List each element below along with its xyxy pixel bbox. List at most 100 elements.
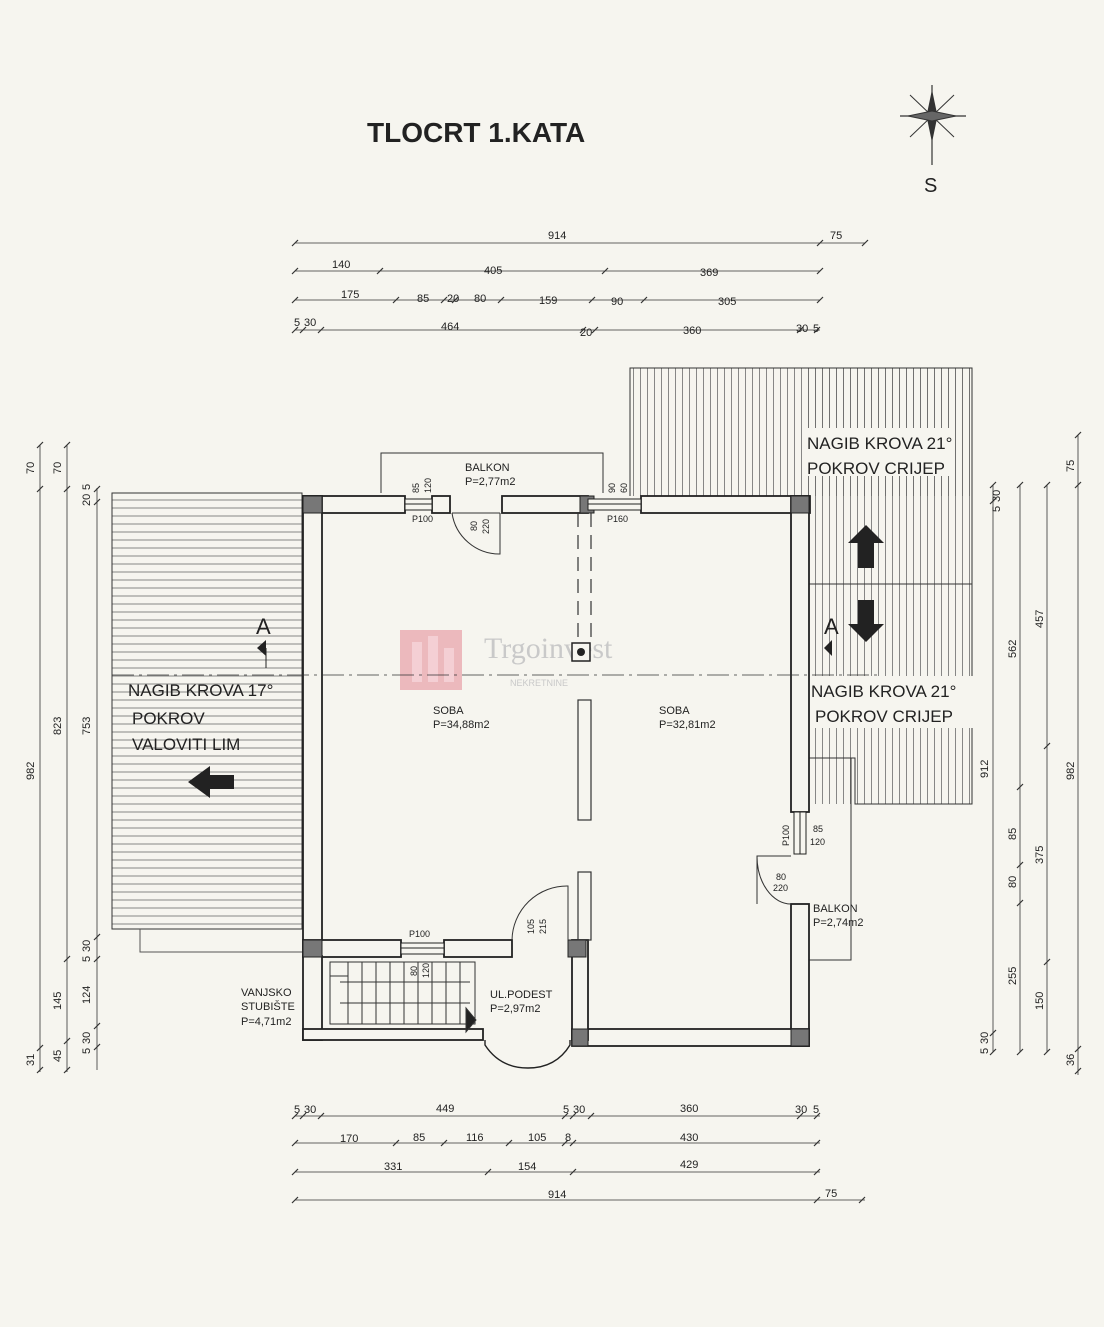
dim-bot-105: 105 xyxy=(528,1132,546,1144)
dim-bot-5a: 5 xyxy=(294,1104,300,1116)
door-top-h: 220 xyxy=(481,519,491,534)
balcony-top-area: P=2,77m2 xyxy=(465,476,515,488)
win-right-label: P100 xyxy=(781,825,791,846)
dimensions-right xyxy=(989,431,1082,1075)
roof-left-line1: NAGIB KROVA 17° xyxy=(128,681,273,700)
compass-icon xyxy=(900,85,966,165)
dim-right-457: 457 xyxy=(1034,610,1046,628)
dim-top-369: 369 xyxy=(700,267,718,279)
dim-bot-170: 170 xyxy=(340,1133,358,1145)
roof-left-line2: POKROV xyxy=(132,709,205,728)
win-bottom-h: 120 xyxy=(421,963,431,978)
dim-bot-430: 430 xyxy=(680,1132,698,1144)
balcony-right-area: P=2,74m2 xyxy=(813,917,863,929)
dim-bot-8: 8 xyxy=(565,1132,571,1144)
room-right-name: SOBA xyxy=(659,705,690,717)
arrow-left-icon xyxy=(188,766,234,798)
balcony-right-name: BALKON xyxy=(813,903,858,915)
door-right-h: 220 xyxy=(773,883,788,893)
dim-right-150: 150 xyxy=(1034,992,1046,1010)
drawing-title: TLOCRT 1.KATA xyxy=(367,117,585,148)
dim-left-124: 124 xyxy=(81,986,93,1004)
dim-top-75: 75 xyxy=(830,230,842,242)
dim-left-45: 45 xyxy=(52,1050,64,1062)
dim-bot-360: 360 xyxy=(680,1103,698,1115)
dim-top-85: 85 xyxy=(417,293,429,305)
dim-bot-116: 116 xyxy=(466,1132,484,1144)
entrance-landing-bay xyxy=(484,1040,571,1069)
dim-bot-75: 75 xyxy=(825,1188,837,1200)
win-top-right-label: P160 xyxy=(607,514,628,524)
dim-left-823: 823 xyxy=(52,717,64,735)
dim-right-5a: 5 xyxy=(991,506,1003,512)
dim-top-159: 159 xyxy=(539,295,557,307)
dim-right-375: 375 xyxy=(1034,846,1046,864)
win-bottom-label: P100 xyxy=(409,929,430,939)
roof-slope-arrows xyxy=(188,525,884,798)
dim-top-90: 90 xyxy=(611,296,623,308)
dim-top-30a: 30 xyxy=(304,317,316,329)
dim-top-80: 80 xyxy=(474,293,486,305)
watermark-subtext: NEKRETNINE xyxy=(510,678,568,688)
walls xyxy=(302,495,811,1047)
win-top-left-h: 120 xyxy=(423,478,433,493)
interior-partition xyxy=(577,513,592,941)
win-top-left-w: 85 xyxy=(411,483,421,493)
win-top-right-w: 90 xyxy=(607,483,617,493)
dim-right-85: 85 xyxy=(1007,828,1019,840)
dim-bot-30c: 30 xyxy=(795,1104,807,1116)
dim-left-145: 145 xyxy=(52,992,64,1010)
dimensions-left xyxy=(36,441,101,1074)
dim-right-912: 912 xyxy=(979,760,991,778)
dim-left-20: 20 xyxy=(81,494,93,506)
dim-top-5b: 5 xyxy=(813,323,819,335)
section-mark-right: A xyxy=(824,614,839,639)
dim-right-982: 982 xyxy=(1065,762,1077,780)
roof-right-bottom-line1: NAGIB KROVA 21° xyxy=(811,682,956,701)
room-left-name: SOBA xyxy=(433,705,464,717)
dim-bot-914: 914 xyxy=(548,1189,566,1201)
section-mark-left: A xyxy=(256,614,271,639)
dim-left-982: 982 xyxy=(25,762,37,780)
columns xyxy=(302,495,810,1047)
dim-top-20b: 20 xyxy=(580,327,592,339)
stairs-line1: VANJSKO xyxy=(241,987,292,999)
windows xyxy=(400,498,807,955)
door-bottom-h: 215 xyxy=(538,919,548,934)
doors xyxy=(451,512,792,941)
compass-north-label: S xyxy=(924,175,937,197)
dim-left-5b: 5 xyxy=(81,956,93,962)
dim-top-5a: 5 xyxy=(294,317,300,329)
dim-right-36: 36 xyxy=(1065,1054,1077,1066)
dim-bot-5b: 5 xyxy=(563,1104,569,1116)
dim-bot-5c: 5 xyxy=(813,1104,819,1116)
dim-bot-30b: 30 xyxy=(573,1104,585,1116)
dim-bot-429: 429 xyxy=(680,1159,698,1171)
roof-right-top-line2: POKROV CRIJEP xyxy=(807,459,945,478)
dim-top-140: 140 xyxy=(332,259,350,271)
stairs-area: P=4,71m2 xyxy=(241,1016,291,1028)
opening-labels: P100 85 120 80 220 P160 90 60 P100 80 12… xyxy=(409,478,825,978)
win-bottom-w: 80 xyxy=(409,966,419,976)
dim-right-75: 75 xyxy=(1065,460,1077,472)
roof-left xyxy=(111,492,303,953)
dim-left-5c: 5 xyxy=(81,1048,93,1054)
roof-right xyxy=(629,367,976,805)
dim-bot-154: 154 xyxy=(518,1161,536,1173)
dim-right-30b: 30 xyxy=(979,1032,991,1044)
landing-name: UL.PODEST xyxy=(490,989,553,1001)
dim-right-5b: 5 xyxy=(979,1048,991,1054)
chimney xyxy=(571,642,591,662)
dim-top-360: 360 xyxy=(683,325,701,337)
stairs-line2: STUBIŠTE xyxy=(241,1000,295,1013)
dim-bot-85: 85 xyxy=(413,1132,425,1144)
dim-left-753: 753 xyxy=(81,717,93,735)
win-top-right-h: 60 xyxy=(619,483,629,493)
door-bottom-w: 105 xyxy=(526,919,536,934)
dim-left-70a: 70 xyxy=(25,462,37,474)
dim-left-5a: 5 xyxy=(81,484,93,490)
roof-right-bottom-line2: POKROV CRIJEP xyxy=(815,707,953,726)
section-marks xyxy=(257,640,832,668)
dim-bot-331: 331 xyxy=(384,1161,402,1173)
